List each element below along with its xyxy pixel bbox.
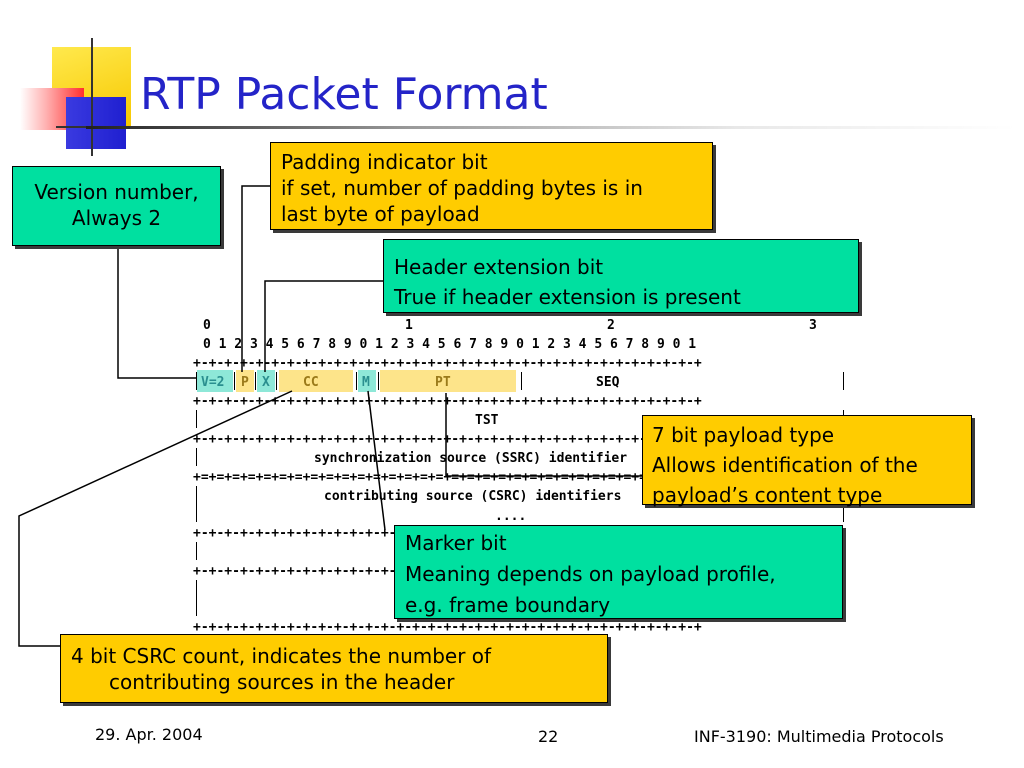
csrc-count-callout: 4 bit CSRC count, indicates the number o… xyxy=(60,634,608,703)
footer-course: INF-3190: Multimedia Protocols xyxy=(694,727,944,746)
extension-connector xyxy=(264,280,385,372)
csrc-ellipsis: .... xyxy=(495,509,527,524)
padding-callout: Padding indicator bit if set, number of … xyxy=(270,142,713,230)
csrc-count-field-label: CC xyxy=(303,375,319,390)
extension-callout-line: True if header extension is present xyxy=(394,285,741,309)
padding-callout-line: last byte of payload xyxy=(281,202,480,226)
version-connector xyxy=(117,246,197,379)
ssrc-field-label: synchronization source (SSRC) identifier xyxy=(314,451,628,466)
row-border xyxy=(196,448,197,466)
sequence-field-label: SEQ xyxy=(596,375,620,390)
payload-type-callout-line: 7 bit payload type xyxy=(652,423,835,447)
row-separator: +-+-+-+-+-+-+-+-+-+-+-+-+-+-+-+-+-+-+-+-… xyxy=(193,356,702,371)
payload-type-field-label: PT xyxy=(435,375,451,390)
version-callout-line: Version number, xyxy=(34,180,199,204)
payload-type-connector xyxy=(445,393,644,477)
logo-blue-square xyxy=(66,97,126,149)
marker-field-highlight xyxy=(358,370,376,392)
payload-type-callout: 7 bit payload type Allows identification… xyxy=(642,415,972,507)
csrc-count-field-highlight xyxy=(279,370,353,392)
marker-callout-line: Meaning depends on payload profile, xyxy=(405,562,776,586)
padding-connector xyxy=(241,185,270,372)
row-separator: +-+-+-+-+-+-+-+-+-+-+-+-+-+-+-+-+-+-+-+-… xyxy=(193,432,702,447)
timestamp-field-label: TST xyxy=(475,413,499,428)
row-separator: +-+-+-+-+-+-+-+-+-+-+-+-+-+-+-+-+-+-+-+-… xyxy=(193,394,702,409)
footer-date: 29. Apr. 2004 xyxy=(95,725,203,744)
row-border xyxy=(843,410,844,418)
extension-callout-line: Header extension bit xyxy=(394,255,604,279)
payload-type-callout-line: payload’s content type xyxy=(652,483,883,507)
csrc-field-label: contributing source (CSRC) identifiers xyxy=(324,489,622,504)
version-field-highlight xyxy=(197,370,233,392)
payload-type-callout-line: Allows identification of the xyxy=(652,453,918,477)
footer-page-number: 22 xyxy=(538,727,559,746)
padding-field-highlight xyxy=(236,370,254,392)
bit-tens-0: 0 xyxy=(203,318,211,333)
field-divider xyxy=(234,372,235,390)
extension-callout: Header extension bit True if header exte… xyxy=(383,239,859,313)
csrc-count-callout-line: 4 bit CSRC count, indicates the number o… xyxy=(71,644,492,668)
version-field-label: V=2 xyxy=(201,375,225,390)
field-divider xyxy=(378,372,379,390)
row-separator: +=+=+=+=+=+=+=+=+=+=+=+=+=+=+=+=+=+=+=+=… xyxy=(193,470,702,485)
bit-tens-1: 1 xyxy=(405,318,413,333)
field-divider xyxy=(276,372,277,390)
field-divider xyxy=(843,372,844,390)
padding-field-label: P xyxy=(241,375,249,390)
field-divider xyxy=(356,372,357,390)
row-border xyxy=(196,410,197,428)
version-callout-line: Always 2 xyxy=(71,206,162,230)
marker-field-label: M xyxy=(362,375,370,390)
field-divider xyxy=(255,372,256,390)
marker-callout: Marker bit Meaning depends on payload pr… xyxy=(394,525,843,619)
csrc-count-callout-line: contributing sources in the header xyxy=(109,670,455,694)
csrc-count-connector xyxy=(18,390,293,647)
row-separator: +-+-+-+-+-+-+-+-+-+-+-+-+-+-+-+-+-+-+-+-… xyxy=(193,620,702,635)
marker-callout-line: Marker bit xyxy=(405,531,507,555)
logo-vertical-line xyxy=(91,38,93,156)
extension-field-highlight xyxy=(257,370,275,392)
field-divider xyxy=(521,372,522,390)
row-border xyxy=(196,486,197,522)
extension-field-label: X xyxy=(262,375,270,390)
bit-units-row: 0 1 2 3 4 5 6 7 8 9 0 1 2 3 4 5 6 7 8 9 … xyxy=(203,337,697,352)
marker-connector xyxy=(367,390,386,531)
payload-type-field-highlight xyxy=(380,370,516,392)
padding-callout-line: Padding indicator bit xyxy=(281,150,488,174)
version-callout: Version number, Always 2 xyxy=(12,166,221,246)
field-divider xyxy=(196,372,197,390)
row-border xyxy=(196,542,197,560)
bit-tens-2: 2 xyxy=(607,318,615,333)
padding-callout-line: if set, number of padding bytes is in xyxy=(281,176,643,200)
title-underline xyxy=(86,126,1016,129)
slide-title: RTP Packet Format xyxy=(140,69,548,120)
marker-callout-line: e.g. frame boundary xyxy=(405,593,611,617)
row-border xyxy=(196,580,197,616)
bit-tens-3: 3 xyxy=(809,318,817,333)
row-border xyxy=(843,506,844,522)
